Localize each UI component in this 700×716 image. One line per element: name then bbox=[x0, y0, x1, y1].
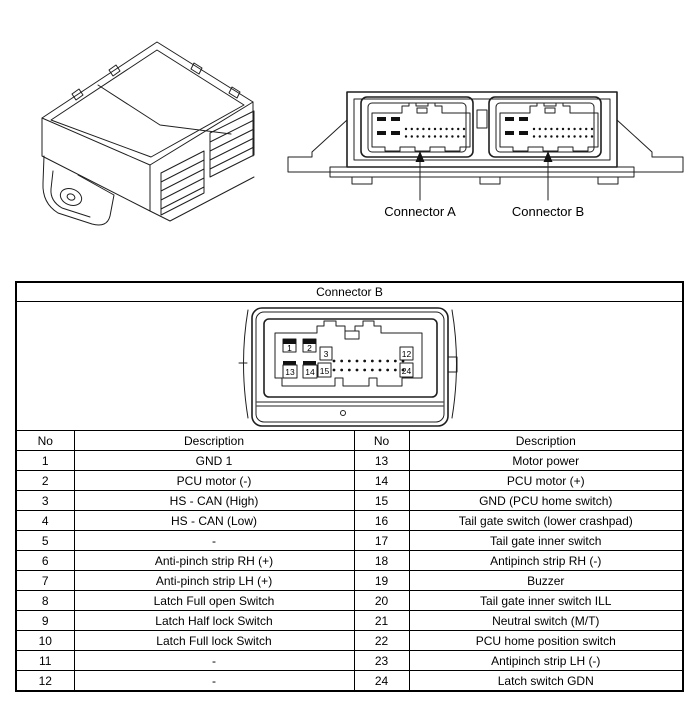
pin-desc-cell: GND (PCU home switch) bbox=[408, 490, 684, 511]
pin-row: 12 - 24 Latch switch GDN bbox=[15, 670, 684, 692]
pin-no-cell: 1 bbox=[15, 450, 75, 471]
pin-desc-cell: Latch switch GDN bbox=[408, 670, 684, 692]
pin-no-cell: 15 bbox=[353, 490, 410, 511]
pin-no-cell: 6 bbox=[15, 550, 75, 571]
pin-desc-cell: PCU motor (+) bbox=[408, 470, 684, 491]
pin-no-cell: 18 bbox=[353, 550, 410, 571]
pin-row: 6 Anti-pinch strip RH (+) 18 Antipinch s… bbox=[15, 550, 684, 571]
pin-desc-cell: PCU home position switch bbox=[408, 630, 684, 651]
col-header-description: Description bbox=[73, 430, 355, 451]
mounting-bracket bbox=[42, 155, 115, 226]
pin-desc-cell: Anti-pinch strip LH (+) bbox=[73, 570, 355, 591]
pin-desc-cell: Neutral switch (M/T) bbox=[408, 610, 684, 631]
pin-desc-cell: - bbox=[73, 530, 355, 551]
pin-no-cell: 24 bbox=[353, 670, 410, 692]
pin-row: 8 Latch Full open Switch 20 Tail gate in… bbox=[15, 590, 684, 611]
connector-b-arrow bbox=[543, 151, 553, 201]
pin-no-cell: 3 bbox=[15, 490, 75, 511]
pin-desc-cell: HS - CAN (Low) bbox=[73, 510, 355, 531]
pin-row: 5 - 17 Tail gate inner switch bbox=[15, 530, 684, 551]
pin-no-cell: 16 bbox=[353, 510, 410, 531]
pin-desc-cell: Latch Full open Switch bbox=[73, 590, 355, 611]
pin-row: 7 Anti-pinch strip LH (+) 19 Buzzer bbox=[15, 570, 684, 591]
connector-a-label: Connector A bbox=[384, 204, 456, 219]
pin-row: 11 - 23 Antipinch strip LH (-) bbox=[15, 650, 684, 671]
pin-no-cell: 23 bbox=[353, 650, 410, 671]
pin-no-cell: 9 bbox=[15, 610, 75, 631]
pin-desc-cell: HS - CAN (High) bbox=[73, 490, 355, 511]
pin-row: 4 HS - CAN (Low) 16 Tail gate switch (lo… bbox=[15, 510, 684, 531]
pin-no-cell: 12 bbox=[15, 670, 75, 692]
pin-15-label: 15 bbox=[319, 366, 329, 376]
table-title-row: Connector B bbox=[15, 281, 684, 302]
pin-desc-cell: Tail gate inner switch bbox=[408, 530, 684, 551]
pin-no-cell: 14 bbox=[353, 470, 410, 491]
pin-no-cell: 22 bbox=[353, 630, 410, 651]
pin-3-label: 3 bbox=[323, 349, 328, 359]
pin-row: 10 Latch Full lock Switch 22 PCU home po… bbox=[15, 630, 684, 651]
table-title: Connector B bbox=[15, 281, 684, 302]
pin-no-cell: 7 bbox=[15, 570, 75, 591]
pin-13-label: 13 bbox=[285, 367, 295, 377]
pin-no-cell: 8 bbox=[15, 590, 75, 611]
pin-desc-cell: Latch Half lock Switch bbox=[73, 610, 355, 631]
connector-b-detail-figure: 1 2 13 14 3 12 15 bbox=[238, 307, 457, 427]
pin-no-cell: 5 bbox=[15, 530, 75, 551]
pin-row: 2 PCU motor (-) 14 PCU motor (+) bbox=[15, 470, 684, 491]
pin-no-cell: 13 bbox=[353, 450, 410, 471]
pin-no-cell: 21 bbox=[353, 610, 410, 631]
pin-no-cell: 11 bbox=[15, 650, 75, 671]
table-header-row: No Description No Description bbox=[15, 430, 684, 451]
module-rear-view-figure: Connector A Connector B bbox=[287, 91, 684, 219]
pin-2-label: 2 bbox=[307, 343, 312, 353]
connector-a-arrow bbox=[415, 151, 425, 201]
diagram-row: 1 2 13 14 3 12 15 bbox=[15, 301, 684, 431]
iso-connector-b-block bbox=[209, 110, 255, 178]
col-header-no: No bbox=[353, 430, 410, 451]
pin-desc-cell: Motor power bbox=[408, 450, 684, 471]
socket-connector-a bbox=[360, 96, 474, 158]
pin-row: 3 HS - CAN (High) 15 GND (PCU home switc… bbox=[15, 490, 684, 511]
pin-desc-cell: Anti-pinch strip RH (+) bbox=[73, 550, 355, 571]
pin-12-label: 12 bbox=[401, 349, 411, 359]
pin-desc-cell: Tail gate inner switch ILL bbox=[408, 590, 684, 611]
pin-desc-cell: Buzzer bbox=[408, 570, 684, 591]
pin-no-cell: 2 bbox=[15, 470, 75, 491]
socket-connector-b bbox=[488, 96, 602, 158]
pin-no-cell: 17 bbox=[353, 530, 410, 551]
pin-no-cell: 20 bbox=[353, 590, 410, 611]
pin-row: 9 Latch Half lock Switch 21 Neutral swit… bbox=[15, 610, 684, 631]
pin-no-cell: 10 bbox=[15, 630, 75, 651]
pin-desc-cell: Latch Full lock Switch bbox=[73, 630, 355, 651]
pin-desc-cell: - bbox=[73, 650, 355, 671]
pin-desc-cell: Antipinch strip LH (-) bbox=[408, 650, 684, 671]
pin-row: 1 GND 1 13 Motor power bbox=[15, 450, 684, 471]
connector-b-pinout-table: Connector B 1 bbox=[15, 281, 684, 692]
pin-14-label: 14 bbox=[305, 367, 315, 377]
pin-no-cell: 19 bbox=[353, 570, 410, 591]
col-header-description: Description bbox=[408, 430, 684, 451]
connector-b-label: Connector B bbox=[512, 204, 584, 219]
col-header-no: No bbox=[15, 430, 75, 451]
pin-1-label: 1 bbox=[287, 343, 292, 353]
pin-desc-cell: PCU motor (-) bbox=[73, 470, 355, 491]
pin-24-label: 24 bbox=[401, 366, 411, 376]
iso-connector-a-block bbox=[160, 150, 205, 216]
pin-desc-cell: Tail gate switch (lower crashpad) bbox=[408, 510, 684, 531]
pin-desc-cell: GND 1 bbox=[73, 450, 355, 471]
pin-desc-cell: - bbox=[73, 670, 355, 692]
pin-no-cell: 4 bbox=[15, 510, 75, 531]
module-isometric-figure bbox=[41, 41, 255, 226]
pin-desc-cell: Antipinch strip RH (-) bbox=[408, 550, 684, 571]
